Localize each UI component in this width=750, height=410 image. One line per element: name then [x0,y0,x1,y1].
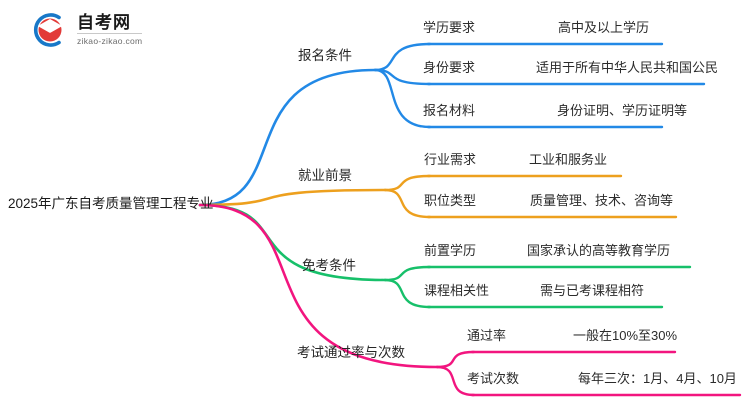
sub-label-1-2[interactable]: 身份要求 [423,60,476,75]
sub-label-1-3[interactable]: 报名材料 [423,103,476,118]
sub-value-2-1[interactable]: 工业和服务业 [529,152,608,167]
sub-label-3-1[interactable]: 前置学历 [424,243,477,258]
sub-value-1-1[interactable]: 高中及以上学历 [558,20,650,35]
sub-label-2-1[interactable]: 行业需求 [424,152,477,167]
branch-label-1[interactable]: 报名条件 [298,48,352,63]
logo-title: 自考网 [77,14,143,35]
sub-label-3-2[interactable]: 课程相关性 [424,283,490,298]
sub-value-1-3[interactable]: 身份证明、学历证明等 [557,103,688,118]
zikao-logo-icon [33,13,62,47]
sub-value-1-2[interactable]: 适用于所有中华人民共和国公民 [536,60,719,75]
sub-value-4-2[interactable]: 每年三次：1月、4月、10月 [578,371,737,386]
site-logo[interactable]: 自考网 zikao-zikao.com [26,8,186,52]
mindmap-root-node[interactable]: 2025年广东自考质量管理工程专业 [8,196,214,211]
branch-label-3[interactable]: 免考条件 [302,258,356,273]
sub-value-3-2[interactable]: 需与已考课程相符 [540,283,645,298]
sub-label-1-1[interactable]: 学历要求 [423,20,476,35]
sub-label-2-2[interactable]: 职位类型 [424,193,477,208]
sub-value-2-2[interactable]: 质量管理、技术、咨询等 [530,193,674,208]
sub-label-4-1[interactable]: 通过率 [467,328,507,343]
sub-label-4-2[interactable]: 考试次数 [467,371,520,386]
branch-label-4[interactable]: 考试通过率与次数 [297,345,405,360]
sub-value-4-1[interactable]: 一般在10%至30% [573,328,678,343]
branch-label-2[interactable]: 就业前景 [298,168,352,183]
sub-value-3-1[interactable]: 国家承认的高等教育学历 [527,243,671,258]
logo-domain: zikao-zikao.com [77,36,143,47]
logo-text: 自考网 zikao-zikao.com [77,14,143,47]
